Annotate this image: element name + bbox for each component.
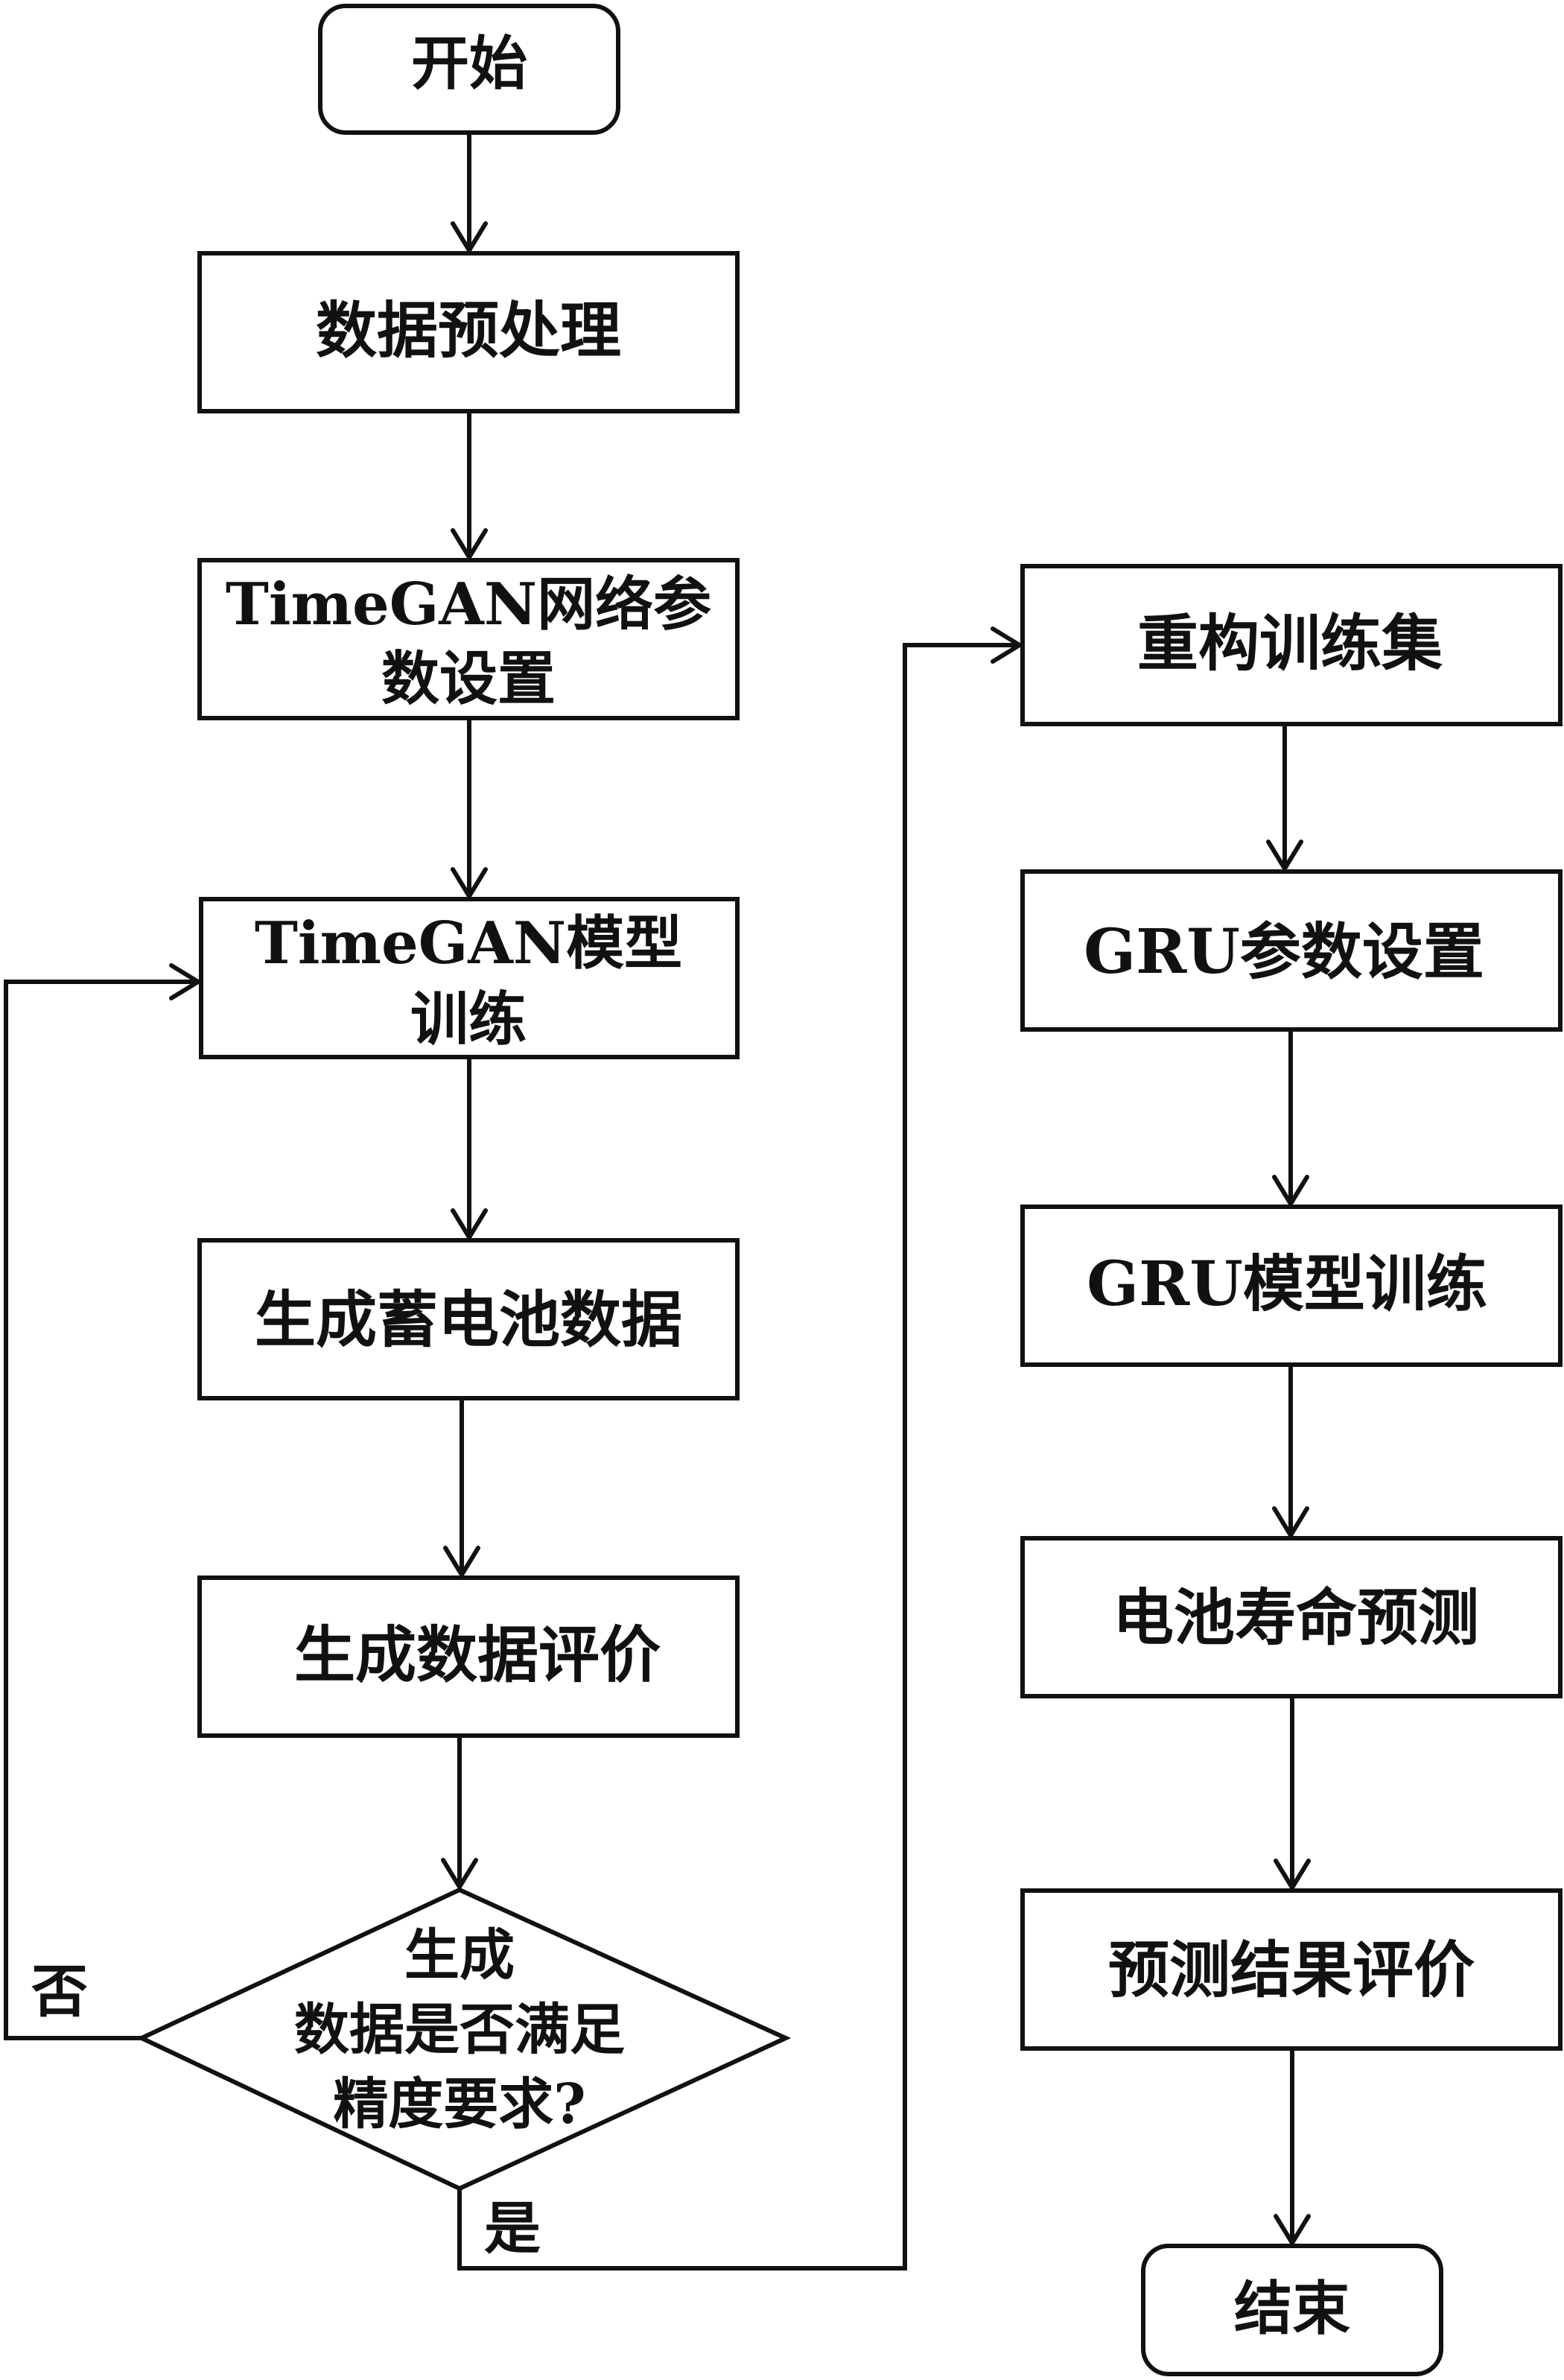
edge-no-loop bbox=[4, 963, 200, 2040]
edge-evaluate-decision bbox=[441, 1736, 478, 1889]
decision-label-line1: 生成 bbox=[404, 1923, 515, 1987]
gru-train-label: GRU模型训练 bbox=[1087, 1248, 1487, 1320]
decision-node: 生成 数据是否满足 精度要求? bbox=[136, 1887, 792, 2192]
edge-params-train bbox=[451, 718, 488, 898]
preprocess-node: 数据预处理 bbox=[197, 251, 740, 413]
timegan-params-label-line2: 数设置 bbox=[381, 645, 556, 713]
evaluate-label: 生成数据评价 bbox=[294, 1619, 661, 1691]
predict-node: 电池寿命预测 bbox=[1020, 1536, 1563, 1698]
timegan-train-label-line1: TimeGAN模型 bbox=[255, 910, 682, 977]
edge-train-generate bbox=[451, 1057, 488, 1240]
edge-no-label: 否 bbox=[31, 1958, 88, 2025]
preprocess-label: 数据预处理 bbox=[316, 295, 621, 366]
start-label: 开始 bbox=[411, 30, 527, 98]
decision-label-line2: 数据是否满足 bbox=[294, 1998, 625, 2062]
generate-label: 生成蓄电池数据 bbox=[255, 1284, 682, 1356]
end-label: 结束 bbox=[1234, 2275, 1350, 2343]
pred-eval-label: 预测结果评价 bbox=[1108, 1935, 1475, 2006]
edge-predeval-end bbox=[1274, 2049, 1311, 2245]
start-node: 开始 bbox=[318, 4, 620, 135]
gru-params-label: GRU参数设置 bbox=[1084, 916, 1484, 988]
edge-gruparams-grutrain bbox=[1272, 1029, 1309, 1206]
timegan-params-label-line1: TimeGAN网络参 bbox=[226, 571, 711, 638]
decision-label-line3: 精度要求? bbox=[333, 2072, 585, 2136]
edge-preprocess-params bbox=[451, 411, 488, 559]
timegan-train-label-line2: 训练 bbox=[410, 986, 527, 1053]
edge-yes-label: 是 bbox=[484, 2195, 541, 2262]
edge-predict-predeval bbox=[1274, 1696, 1311, 1890]
gru-params-node: GRU参数设置 bbox=[1020, 869, 1563, 1032]
pred-eval-node: 预测结果评价 bbox=[1020, 1888, 1563, 2051]
end-node: 结束 bbox=[1141, 2244, 1443, 2376]
timegan-train-node: TimeGAN模型 训练 bbox=[199, 897, 740, 1059]
generate-node: 生成蓄电池数据 bbox=[197, 1238, 740, 1400]
edge-yes-path bbox=[457, 626, 1022, 2270]
edge-rebuild-gruparams bbox=[1266, 724, 1303, 871]
edge-grutrain-predict bbox=[1272, 1365, 1309, 1538]
edge-start-preprocess bbox=[451, 133, 488, 253]
rebuild-node: 重构训练集 bbox=[1020, 564, 1563, 726]
predict-label: 电池寿命预测 bbox=[1113, 1582, 1479, 1654]
timegan-params-node: TimeGAN网络参 数设置 bbox=[197, 558, 740, 720]
evaluate-node: 生成数据评价 bbox=[197, 1575, 740, 1738]
rebuild-label: 重构训练集 bbox=[1137, 608, 1443, 679]
gru-train-node: GRU模型训练 bbox=[1020, 1205, 1563, 1367]
edge-generate-evaluate bbox=[443, 1398, 480, 1577]
